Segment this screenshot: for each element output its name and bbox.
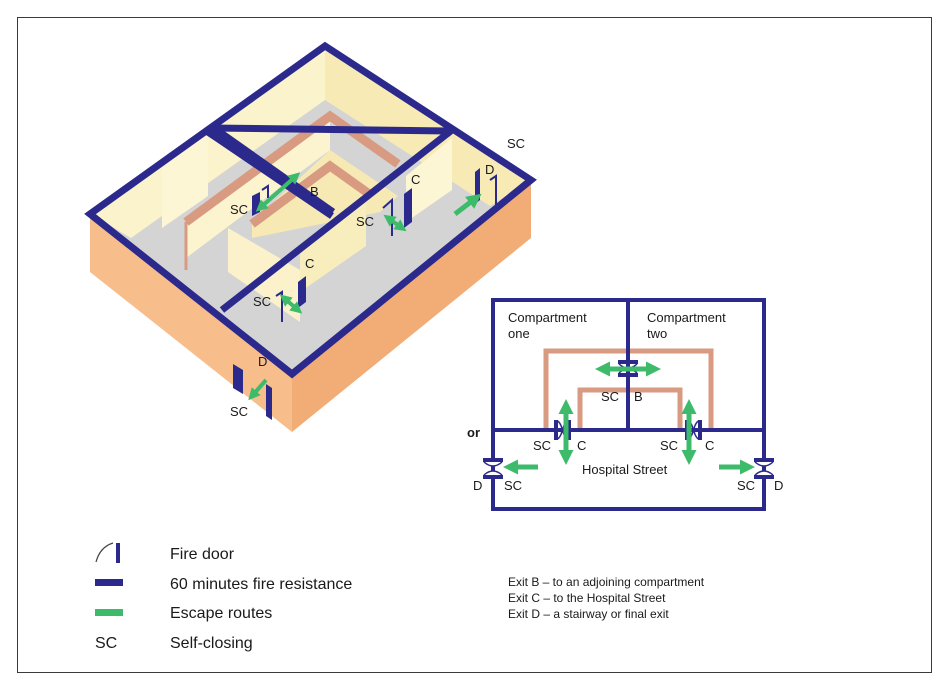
iso-escape-arrows — [248, 172, 482, 401]
right-room-wall — [406, 138, 452, 222]
legend-fire-resistance: 60 minutes fire resistance — [170, 576, 352, 593]
plan-sc-d-left: SC — [504, 478, 522, 493]
plan-d-right: D — [774, 478, 783, 493]
exit-notes: Exit B – to an adjoining compartment Exi… — [508, 575, 705, 621]
escape-arrow-c-mid — [383, 214, 407, 232]
exit-c-note: Exit C – to the Hospital Street — [508, 591, 666, 605]
corridor-wall — [219, 127, 455, 313]
legend-escape-routes: Escape routes — [170, 605, 272, 622]
iso-d-right: D — [485, 162, 494, 177]
fire-resistance-swatch — [95, 579, 123, 586]
iso-d-front: D — [258, 354, 267, 369]
plan-comp-one-line2: one — [508, 326, 530, 341]
iso-c-low: C — [305, 256, 314, 271]
plan-b: B — [634, 389, 643, 404]
partition-outer — [183, 110, 401, 226]
plan-sc-d-right: SC — [737, 478, 755, 493]
iso-sc-front: SC — [230, 404, 248, 419]
legend-fire-door: Fire door — [170, 546, 235, 563]
iso-sc-b: SC — [230, 202, 248, 217]
plan-sc-left-c: SC — [533, 438, 551, 453]
outer-wall-top — [84, 41, 537, 379]
plan-comp-two-line1: Compartment — [647, 310, 726, 325]
upper-room-actual-blue — [211, 124, 450, 135]
iso-labels: SC D B SC C SC C SC D SC — [230, 136, 525, 419]
upper-compartment-blue — [206, 129, 335, 215]
plan-sc-b: SC — [601, 389, 619, 404]
plan-d-left: D — [473, 478, 482, 493]
fire-door-d-front — [233, 364, 272, 420]
plan-hospital-street: Hospital Street — [582, 462, 668, 477]
escape-arrow-d-right — [453, 193, 482, 216]
legend: Fire door 60 minutes fire resistance Esc… — [95, 542, 352, 652]
back-wall-right — [325, 46, 531, 206]
iso-sc-mid: SC — [356, 214, 374, 229]
inner-corridor-wall — [300, 200, 366, 292]
fire-door-icon — [95, 542, 120, 563]
outer-wall-right-face — [292, 180, 531, 432]
plan-or: or — [467, 425, 480, 440]
plan-door-d-right — [754, 458, 774, 479]
plan-labels: Compartment one Compartment two SC B or … — [467, 310, 783, 493]
exit-d-note: Exit D – a stairway or final exit — [508, 607, 669, 621]
plan-street-outline — [491, 430, 766, 511]
plan-door-d-left — [483, 458, 503, 479]
iso-c-mid: C — [411, 172, 420, 187]
plan-sc-right-c: SC — [660, 438, 678, 453]
escape-arrow-c-low — [279, 294, 303, 314]
plan-escape-arrows — [503, 361, 755, 475]
legend-self-closing: Self-closing — [170, 635, 253, 652]
iso-sc-low: SC — [253, 294, 271, 309]
isometric-building — [84, 41, 537, 432]
escape-arrow-d-front — [248, 378, 268, 401]
iso-sc-top: SC — [507, 136, 525, 151]
floor-plan — [491, 298, 766, 511]
iso-b: B — [310, 184, 319, 199]
legend-sc-key: SC — [95, 635, 117, 652]
escape-arrow-b — [255, 172, 301, 212]
escape-route-swatch — [95, 609, 123, 616]
plan-c-right: C — [705, 438, 714, 453]
figure-frame — [17, 17, 932, 673]
plan-c-left: C — [577, 438, 586, 453]
inner-room-front — [252, 150, 398, 238]
plan-comp-two-line2: two — [647, 326, 667, 341]
exit-b-note: Exit B – to an adjoining compartment — [508, 575, 705, 589]
plan-comp-one-line1: Compartment — [508, 310, 587, 325]
right-room-divider — [446, 128, 455, 137]
